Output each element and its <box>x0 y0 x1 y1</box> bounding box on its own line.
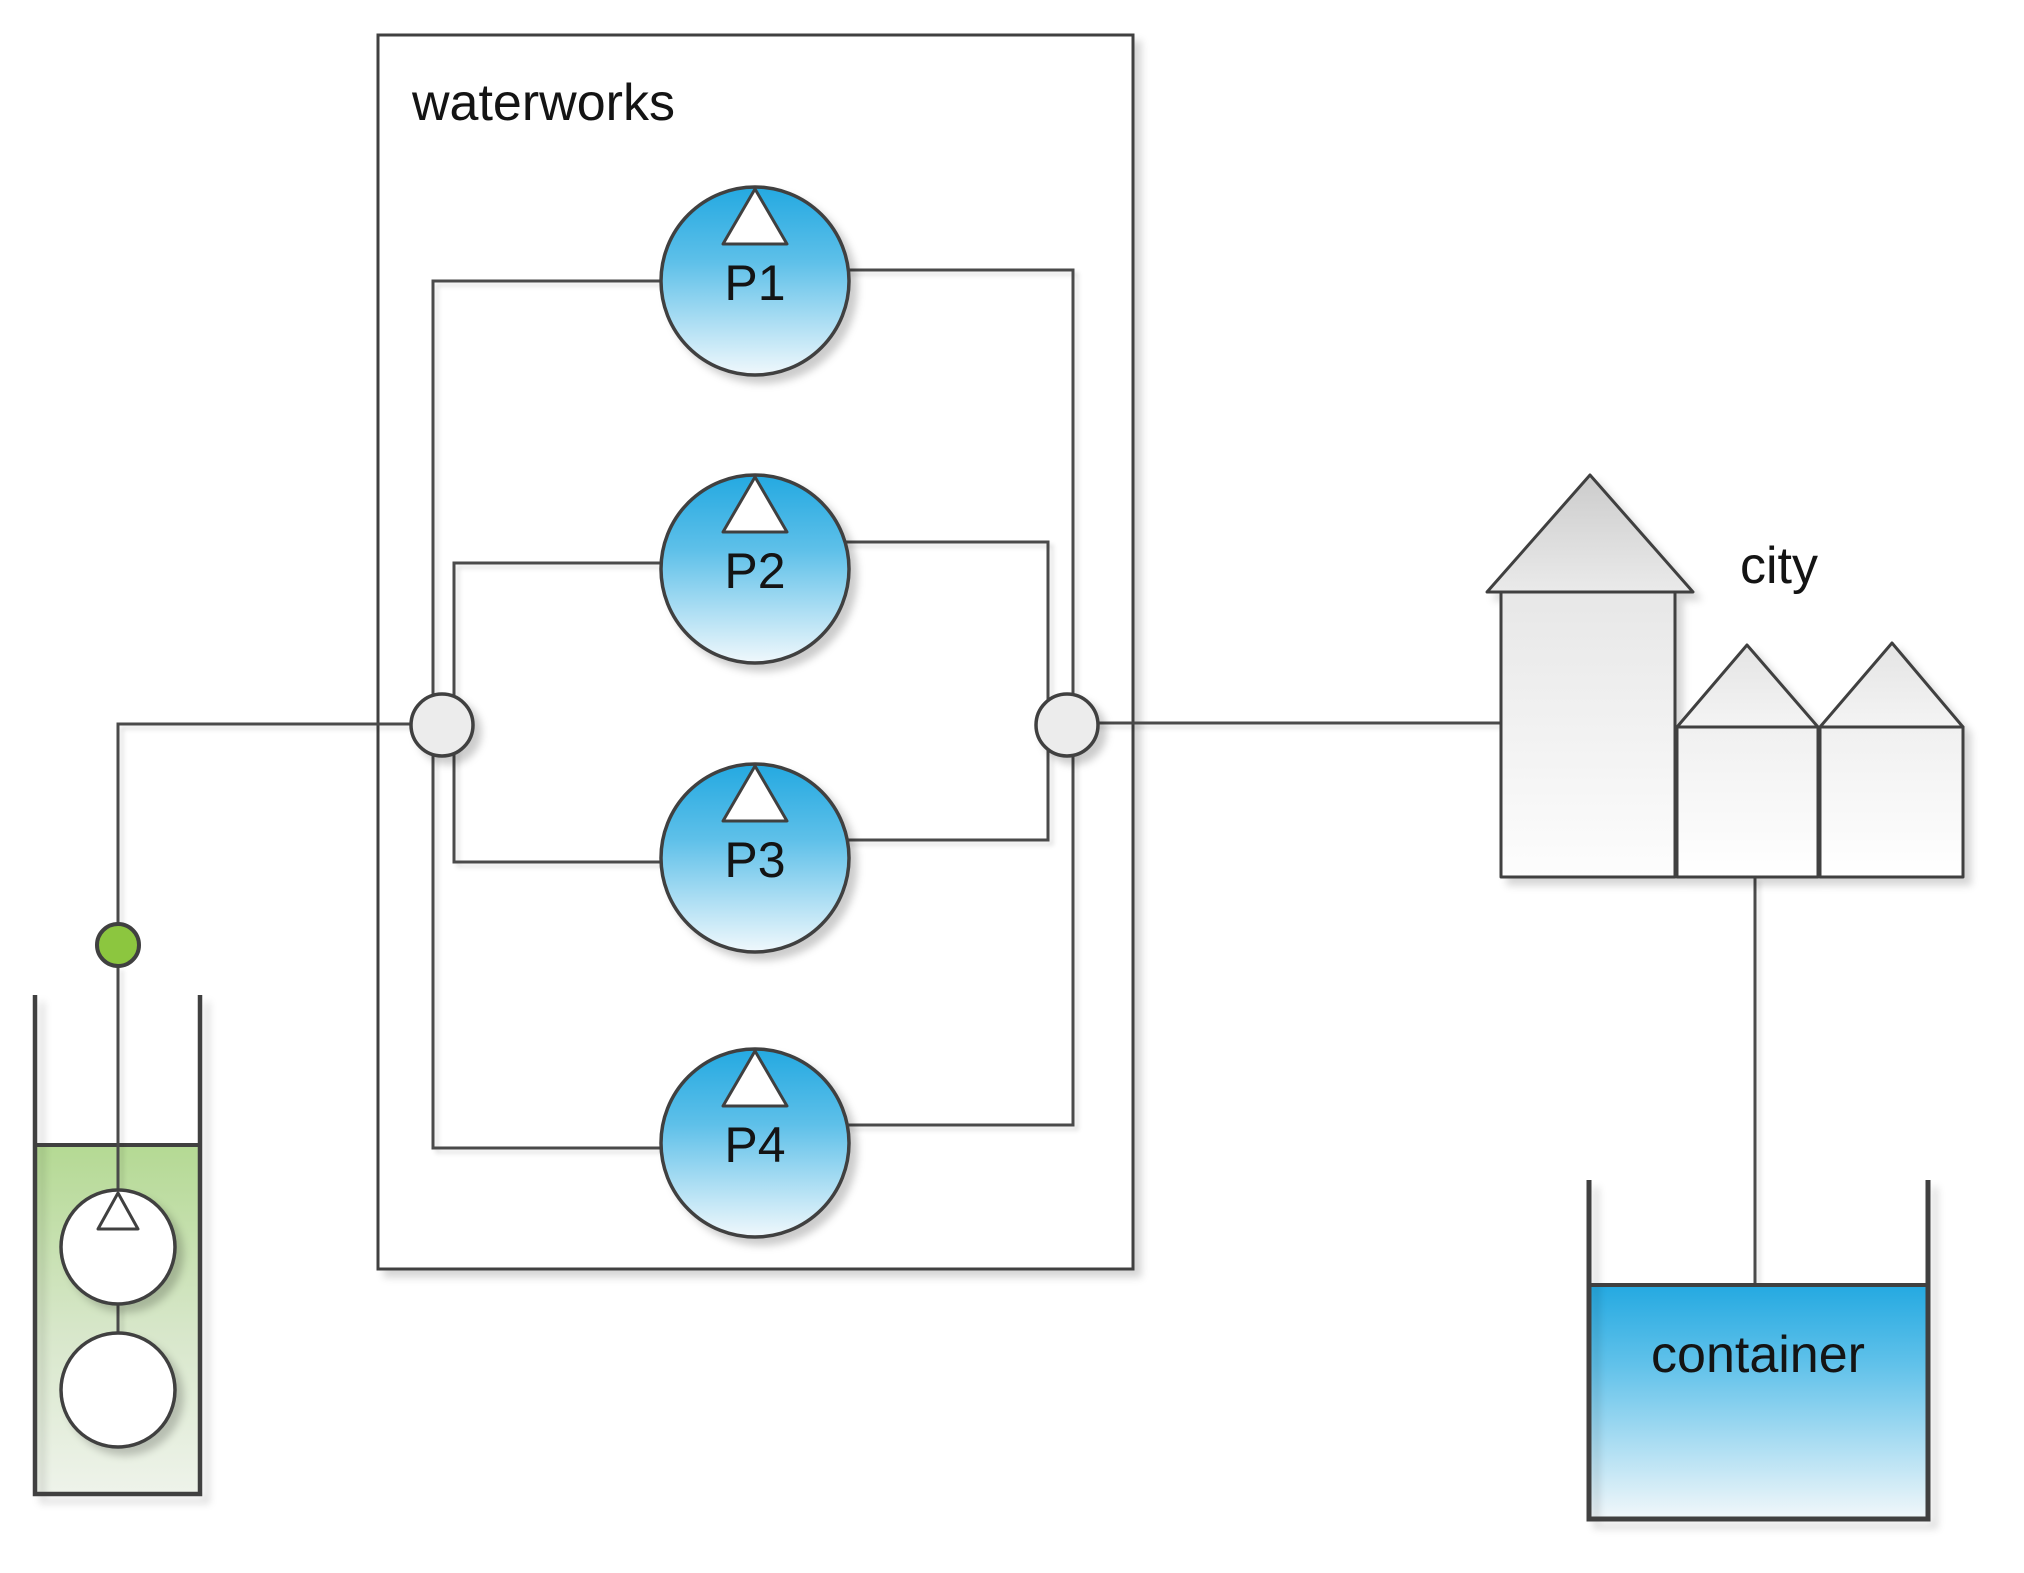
well-pump-triangle-icon <box>96 1191 140 1231</box>
city-house-1 <box>1675 725 1820 879</box>
container-water <box>1591 1285 1926 1518</box>
container-group: container <box>1586 1180 1931 1522</box>
pump-p4: P4 <box>659 1047 851 1239</box>
city-house-1-roof <box>1675 643 1820 729</box>
pipe-right-p1 <box>830 268 1075 725</box>
junction-right <box>1034 692 1100 758</box>
city-tower-roof <box>1485 473 1695 594</box>
well-wall <box>32 995 203 1497</box>
pipe-left-p1 <box>431 279 680 725</box>
pipe-right-p2 <box>830 540 1050 725</box>
city-buildings <box>1485 473 1965 879</box>
container-label: container <box>1651 1326 1865 1384</box>
pipe-right-p3 <box>830 725 1050 842</box>
city-group: city <box>1485 473 1965 879</box>
pump-p2-triangle-icon <box>721 475 789 534</box>
junction-group <box>409 692 1100 758</box>
pipe-network <box>116 268 1757 1334</box>
container-wall <box>1586 1180 1931 1522</box>
pump-p3-label: P3 <box>724 832 785 888</box>
pipe-junction-to-source <box>116 722 442 924</box>
city-house-2 <box>1818 725 1965 879</box>
source-dot <box>95 922 141 968</box>
waterworks-label: waterworks <box>411 74 675 132</box>
pump-p3-triangle-icon <box>721 764 789 823</box>
pump-p3-body <box>659 762 851 954</box>
pump-p2-label: P2 <box>724 543 785 599</box>
city-tower <box>1499 590 1677 879</box>
well-pump-group <box>59 1188 177 1449</box>
pipe-left-p4 <box>431 725 680 1150</box>
pipe-left-p2 <box>452 561 680 725</box>
pump-p4-body <box>659 1047 851 1239</box>
well-pump-circle-upper <box>59 1188 177 1306</box>
pump-p1: P1 <box>659 185 851 377</box>
pipe-right-p4 <box>830 725 1075 1127</box>
pump-p2-body <box>659 473 851 665</box>
pipe-left-p3 <box>452 725 680 864</box>
city-label: city <box>1740 537 1818 595</box>
city-house-2-roof <box>1818 641 1965 729</box>
pump-p1-triangle-icon <box>721 187 789 246</box>
pump-p4-label: P4 <box>724 1117 785 1173</box>
pump-p1-label: P1 <box>724 255 785 311</box>
pump-p1-body <box>659 185 851 377</box>
pump-p2: P2 <box>659 473 851 665</box>
pump-p4-triangle-icon <box>721 1049 789 1108</box>
well-pump-circle-lower <box>59 1331 177 1449</box>
pump-p3: P3 <box>659 762 851 954</box>
junction-left <box>409 692 475 758</box>
